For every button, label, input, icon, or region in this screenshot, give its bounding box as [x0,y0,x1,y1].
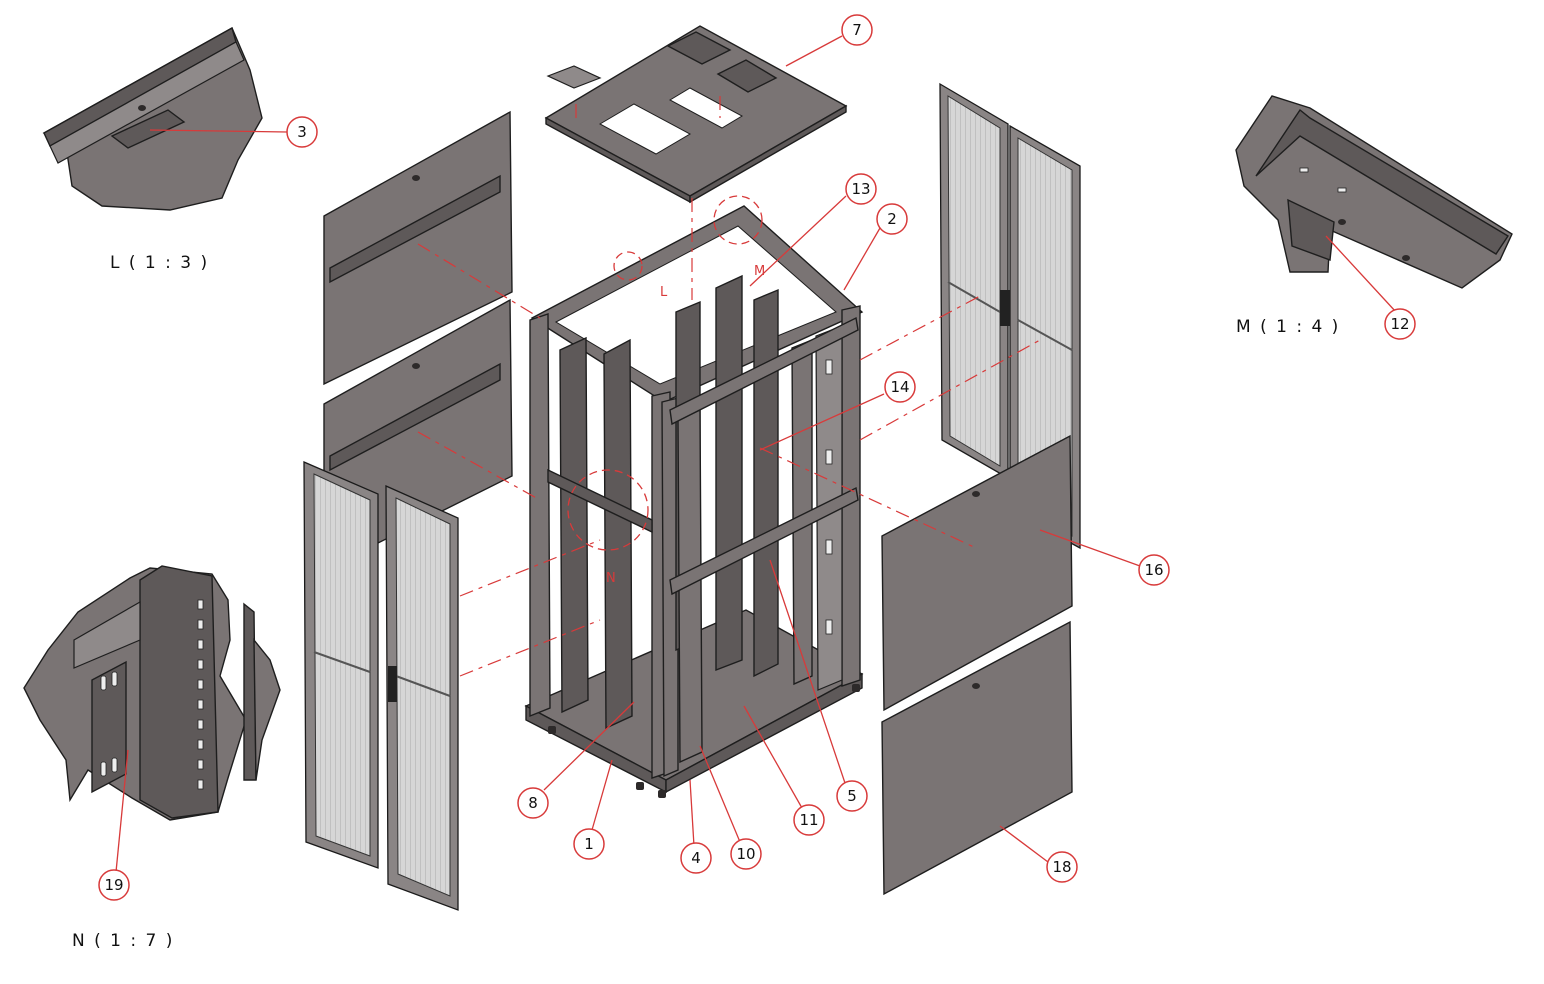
marker-n: N [606,571,616,586]
svg-text:18: 18 [1052,858,1071,876]
callout-circle-l [613,251,643,281]
part-bubble-3: 3 [286,116,318,148]
detail-n-label: N ( 1 : 7 ) [72,931,174,951]
svg-text:7: 7 [852,21,862,39]
part-bubble-4: 4 [680,842,712,874]
svg-text:16: 16 [1144,561,1163,579]
svg-text:3: 3 [297,123,307,141]
marker-m: M [754,264,765,279]
detail-l-label: L ( 1 : 3 ) [110,253,209,273]
part-bubble-2: 2 [876,203,908,235]
rear-door [939,82,1081,550]
svg-text:11: 11 [799,811,818,829]
part-bubble-19: 19 [98,869,130,901]
part-bubble-7: 7 [841,14,873,46]
assembly-lines [417,96,1041,677]
part-bubble-10: 10 [730,838,762,870]
detail-l-view [42,26,263,211]
side-panel-upper-right [881,434,1073,712]
part-bubble-16: 16 [1138,554,1170,586]
part-bubble-14: 14 [884,371,916,403]
front-door-right-leaf [385,484,459,911]
top-cover [544,25,848,204]
svg-text:13: 13 [851,180,870,198]
svg-text:4: 4 [691,849,701,867]
svg-text:1: 1 [584,835,594,853]
detail-m-label: M ( 1 : 4 ) [1236,317,1340,337]
callout-circle-n [567,469,649,551]
part-bubble-18: 18 [1046,851,1078,883]
leader-lines [115,35,1397,873]
part-bubble-11: 11 [793,804,825,836]
front-door-left-leaf [303,461,379,869]
svg-text:8: 8 [528,794,538,812]
svg-text:12: 12 [1390,315,1409,333]
part-bubble-12: 12 [1384,308,1416,340]
side-panel-upper-left [323,110,513,386]
svg-text:10: 10 [736,845,755,863]
svg-text:14: 14 [890,378,909,396]
svg-text:19: 19 [104,876,123,894]
callout-circle-m [713,195,763,245]
part-bubble-13: 13 [845,173,877,205]
marker-l: L [660,285,668,300]
cabinet-frame [524,205,864,798]
part-bubble-1: 1 [573,828,605,860]
part-bubble-5: 5 [836,780,868,812]
part-bubble-8: 8 [517,787,549,819]
detail-n-view [23,565,281,821]
detail-m-view [1235,95,1513,289]
svg-text:5: 5 [847,787,857,805]
side-panel-lower-right [881,620,1073,896]
svg-text:2: 2 [887,210,897,228]
